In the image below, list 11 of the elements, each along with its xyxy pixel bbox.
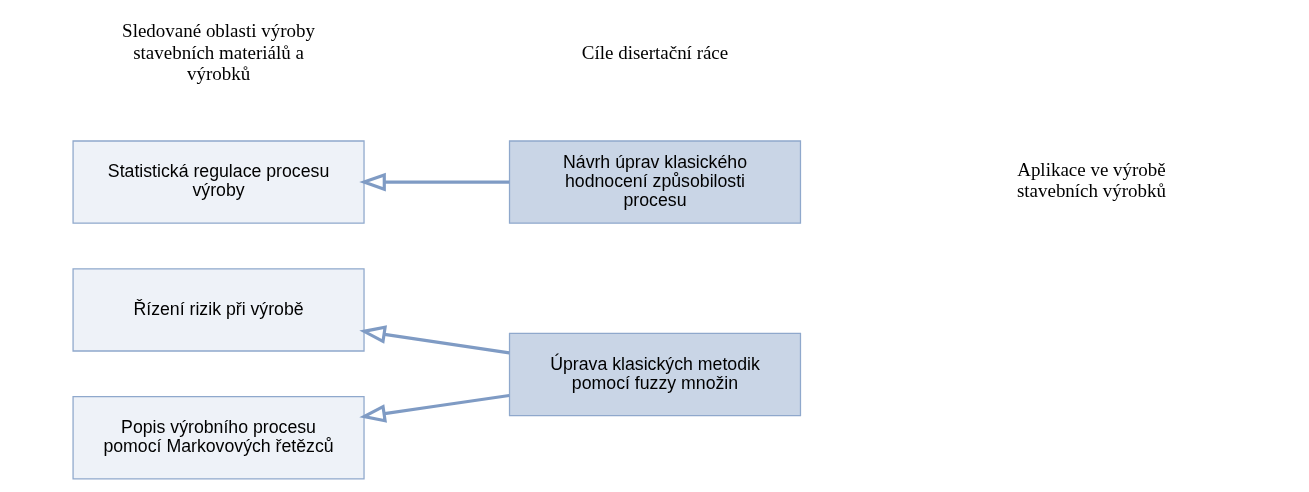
label: Aplikace ve výrobě stavebních výrobků (1016, 158, 1166, 202)
arrow (358, 393, 509, 423)
node-box: Úprava klasických metodik pomocí fuzzy množin (508, 332, 801, 417)
arrow (358, 172, 509, 192)
label: Sledované oblasti výroby stavebních materiálů a výrobků (121, 20, 315, 85)
node-box: Statistická regulace procesu výroby (71, 140, 365, 224)
node-box: Návrh úprav klasického hodnocení způsobilosti procesu (508, 140, 801, 224)
node-box: Řízení rizik při výrobě (71, 268, 365, 352)
node-box: Popis výrobního procesu pomocí Markovových řetězců (71, 395, 365, 480)
label: Cíle disertační ráce (581, 41, 728, 63)
arrow (358, 325, 509, 355)
